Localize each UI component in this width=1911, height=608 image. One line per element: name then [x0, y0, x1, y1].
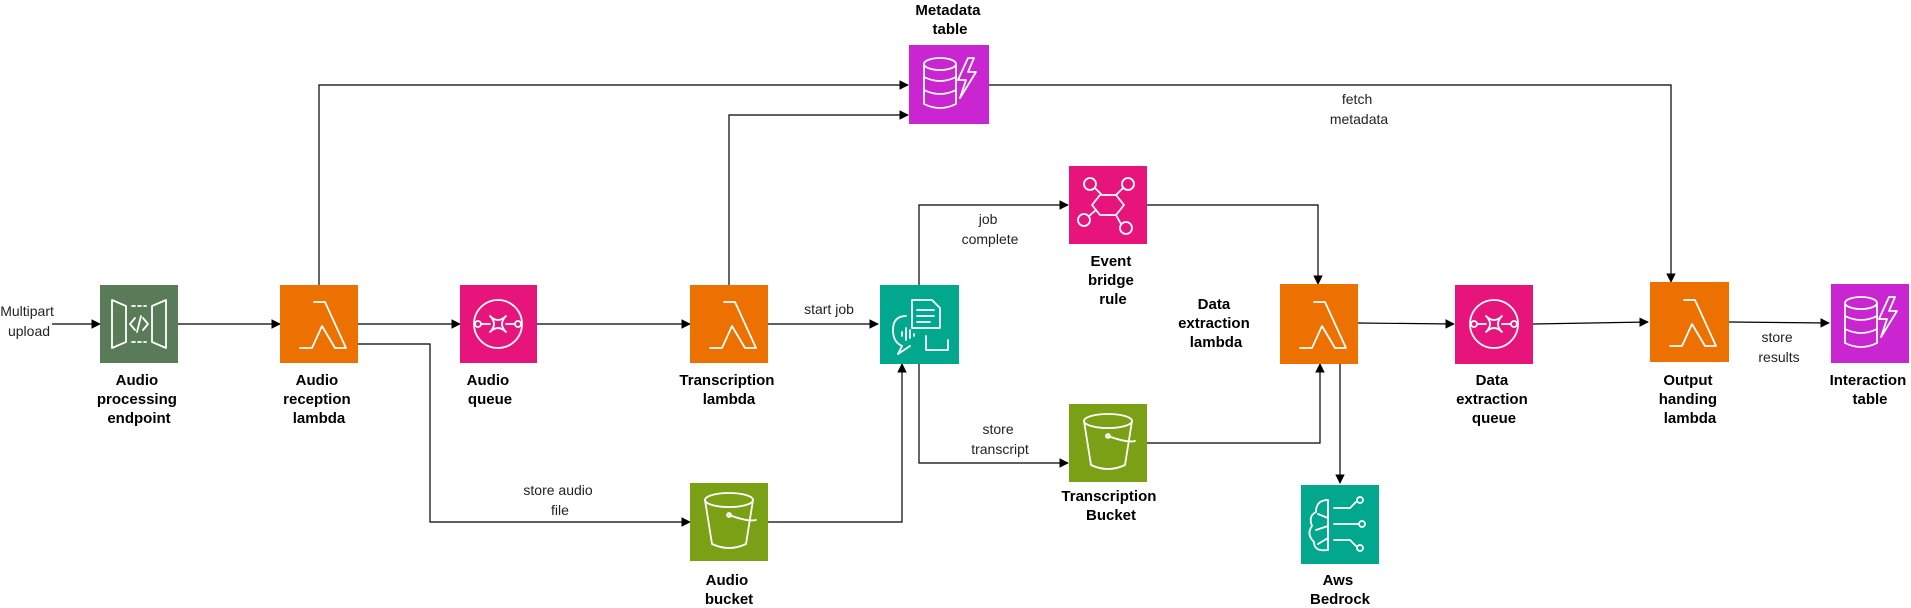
- node-event-bridge-rule: Event bridge rule: [1069, 166, 1147, 308]
- job-complete-label: job complete: [962, 211, 1019, 247]
- dynamodb-icon: [1831, 284, 1909, 363]
- node-transcription-bucket: Transcription Bucket: [1061, 404, 1160, 524]
- sqs-queue-icon: [1455, 285, 1533, 364]
- edge-reception-to-audio-bucket: [358, 343, 691, 527]
- node-data-extraction-queue: Data extraction queue: [1455, 285, 1533, 427]
- lambda-icon: [1650, 282, 1729, 362]
- node-data-extraction-lambda: Data extraction lambda: [1178, 284, 1358, 364]
- node-transcribe-service: [880, 285, 959, 364]
- start-job-label: start job: [804, 301, 854, 317]
- svg-text:Audio reception la: Audio reception lambda: [283, 372, 355, 427]
- svg-text:Audio queue: Audio queue: [467, 372, 514, 408]
- store-results-label: store results: [1758, 329, 1799, 365]
- node-aws-bedrock: Aws Bedrock: [1301, 485, 1379, 608]
- edge-transcribe-to-eventbridge: [918, 200, 1069, 285]
- s3-bucket-icon: [1069, 404, 1147, 482]
- svg-text:Transcription Bucket: Transcription Bucket: [1061, 488, 1160, 524]
- edge-eventbridge-to-extraction-lambda: [1147, 204, 1323, 285]
- dynamodb-icon: [909, 45, 989, 124]
- s3-bucket-icon: [690, 483, 768, 561]
- transcribe-icon: [880, 285, 959, 364]
- svg-text:Event bridge rule: Event bridge rule: [1088, 253, 1138, 308]
- node-audio-queue: Audio queue: [460, 285, 537, 408]
- node-output-handing-lambda: Output handing lambda: [1650, 282, 1729, 427]
- edge-output-lambda-to-interaction: [1728, 318, 1830, 328]
- svg-text:Audio bucket: Audio bucket: [705, 572, 753, 608]
- svg-text:Transcription lambda: Transcription lambda: [679, 372, 778, 408]
- edge-audio-bucket-to-transcribe: [768, 363, 907, 523]
- edge-extraction-queue-to-output-lambda: [1532, 317, 1649, 327]
- lambda-icon: [690, 285, 768, 363]
- sqs-queue-icon: [460, 285, 537, 363]
- edge-labels: Multipart upload start job store audio f…: [0, 91, 1799, 518]
- node-audio-reception-lambda: Audio reception lambda: [280, 285, 358, 427]
- edge-transcribe-to-transcription-bucket: [918, 364, 1069, 468]
- svg-text:Audio processing e: Audio processing endpoint: [97, 372, 181, 427]
- lambda-icon: [280, 285, 358, 363]
- svg-text:Aws Bedrock: Aws Bedrock: [1310, 572, 1371, 608]
- edge-extraction-lambda-to-extraction-queue: [1357, 319, 1455, 329]
- node-audio-processing-endpoint: Audio processing endpoint: [97, 285, 181, 427]
- lambda-icon: [1280, 284, 1358, 364]
- eventbridge-icon: [1069, 166, 1147, 244]
- node-audio-bucket: Audio bucket: [690, 483, 768, 608]
- node-metadata-table: Metadata table: [909, 2, 989, 124]
- svg-text:Output handing lam: Output handing lambda: [1659, 372, 1722, 427]
- multipart-upload-label: Multipart upload: [0, 303, 58, 339]
- svg-text:Metadata table: Metadata table: [915, 2, 984, 38]
- svg-text:Data extraction qu: Data extraction queue: [1456, 372, 1532, 427]
- edge-transcription-lambda-to-metadata: [728, 110, 909, 285]
- store-audio-label: store audio file: [523, 482, 596, 518]
- edge-reception-to-metadata: [318, 80, 909, 285]
- edge-metadata-to-output-lambda: [988, 84, 1676, 283]
- store-transcript-label: store transcript: [971, 421, 1029, 457]
- svg-text:Interaction table: Interaction table: [1830, 372, 1911, 408]
- svg-text:Data extraction la: Data extraction lambda: [1178, 296, 1254, 351]
- edge-transcription-bucket-to-extraction-lambda: [1147, 363, 1325, 444]
- edges: [52, 80, 1830, 527]
- node-transcription-lambda: Transcription lambda: [679, 285, 778, 408]
- fetch-metadata-label: fetch metadata: [1330, 91, 1389, 127]
- node-interaction-table: Interaction table: [1830, 284, 1911, 408]
